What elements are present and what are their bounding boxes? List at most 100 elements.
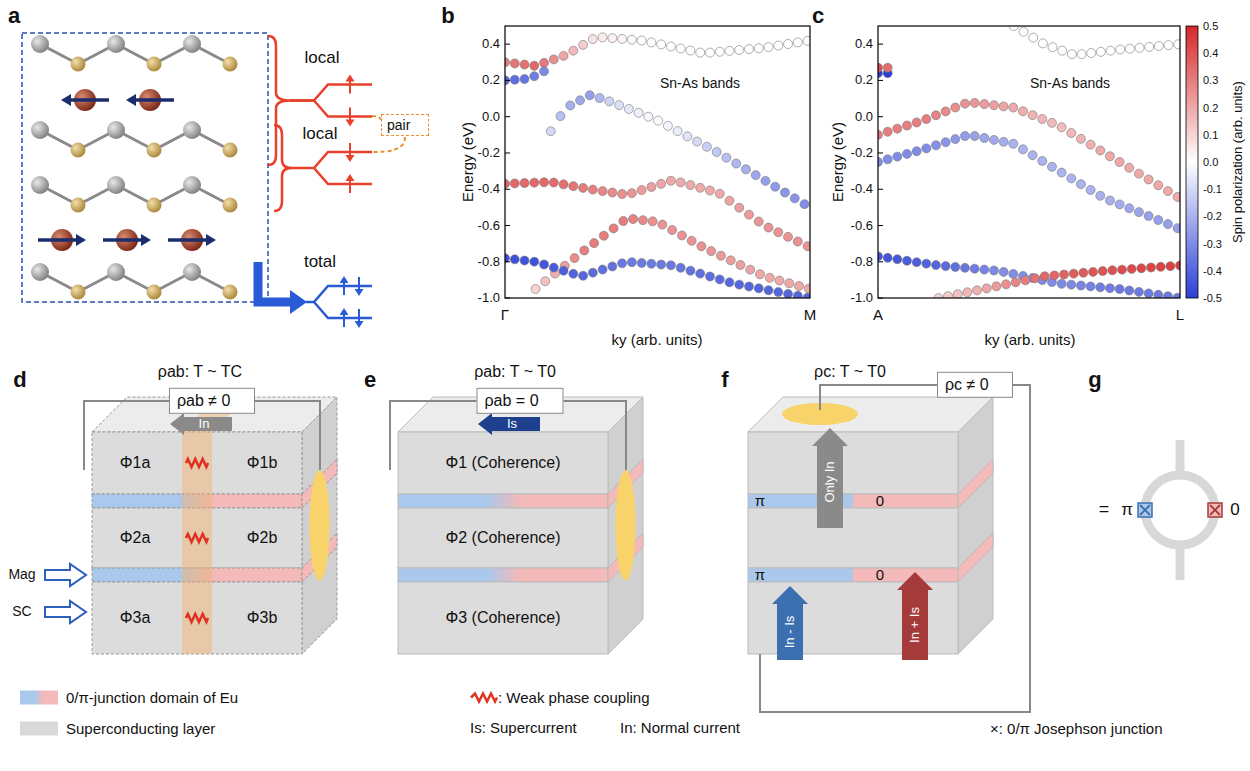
band-point [1067,129,1076,138]
band-point [540,58,549,67]
band-point [549,263,558,272]
band-point [654,116,663,125]
band-point [922,144,931,153]
spin-arrow [343,281,345,295]
wire [760,385,1030,712]
tick [505,152,510,153]
band-point [878,252,883,261]
band-point [598,33,607,42]
band-point [520,74,529,83]
band-point [1038,39,1047,48]
band-point [960,132,969,141]
band-point [1125,204,1134,213]
band-point [1144,289,1153,298]
legend-sample [470,690,498,704]
text-label: -0.5 [1203,292,1222,304]
band-point [793,38,802,47]
band-point [541,277,550,286]
band-point [1173,224,1180,233]
band-point [745,210,754,219]
band-point [726,256,735,265]
band-point [795,281,804,290]
sn-atom [31,263,49,281]
band-point [657,40,666,49]
band-point [549,55,558,64]
text-label: 0.4 [482,37,500,51]
text-label: Φ1b [247,454,278,472]
as-atom [223,198,238,213]
band-point [1154,290,1163,298]
panel-letter: e [364,368,376,392]
text-label: Φ3a [120,609,151,627]
colorbar [1186,26,1198,298]
band-point [735,203,744,212]
band-point [530,61,539,70]
spin-arrow [349,80,351,94]
band-point [1076,180,1085,189]
band-point [973,286,982,295]
band-point [705,186,714,195]
band-point [1069,269,1078,278]
band-point [1105,196,1114,205]
text-label: 0.0 [482,110,500,124]
band-point [668,226,677,235]
text-label: Spin polarization (arb. units) [1231,81,1245,243]
weak-coupling [186,614,208,622]
band-point [1021,276,1030,285]
band-point [1031,274,1040,283]
legend-item: : Weak phase coupling [470,689,650,706]
text-label: Φ3b [247,609,278,627]
band-point [1018,145,1027,154]
band-point [741,165,750,174]
band-point [902,121,911,130]
band-point [1040,272,1049,281]
legend-text: Superconducting layer [66,720,215,737]
band-point [775,276,784,285]
band-point [624,104,633,113]
band-point [1125,163,1134,172]
superconducting-layer [398,508,608,568]
band-point [696,269,705,278]
band-point [893,152,902,161]
band-point [520,60,529,69]
band-point [1076,134,1085,143]
band-point [934,294,943,298]
band-point [696,48,705,57]
panel-letter: d [13,368,26,392]
band-point [1105,152,1114,161]
band-point [722,153,731,162]
tick [878,116,883,117]
band-point [912,118,921,127]
band-point [510,59,519,68]
pair-box: pair [381,114,429,136]
text-label: In: Normal current [620,720,740,737]
text-label: 0.3 [1203,74,1218,86]
band-point [1057,279,1066,288]
side-face [958,397,993,654]
as-atom [71,143,86,158]
text-label: SC [12,604,31,619]
band-point [1029,33,1038,42]
band-point [1134,208,1143,217]
text-label: = [1099,500,1110,520]
eu-moment [132,98,174,102]
text-label: ρc: T ~ T0 [814,363,886,381]
pointer-arrow [45,601,86,623]
band-point [793,291,802,298]
magnetic-layer [748,568,958,582]
band-point [715,275,724,284]
band-point [951,103,960,112]
band-point [1077,50,1086,59]
text-label: total [304,253,336,272]
band-point [1108,266,1117,275]
band-point [970,132,979,141]
band-point [1105,284,1114,293]
band-point [963,288,972,297]
band-point [804,284,810,293]
band-point [715,189,724,198]
text-label: -0.6 [478,218,500,232]
text-label: Φ1 (Coherence) [445,454,560,472]
band-point [1134,169,1143,178]
band-point [1087,48,1096,57]
